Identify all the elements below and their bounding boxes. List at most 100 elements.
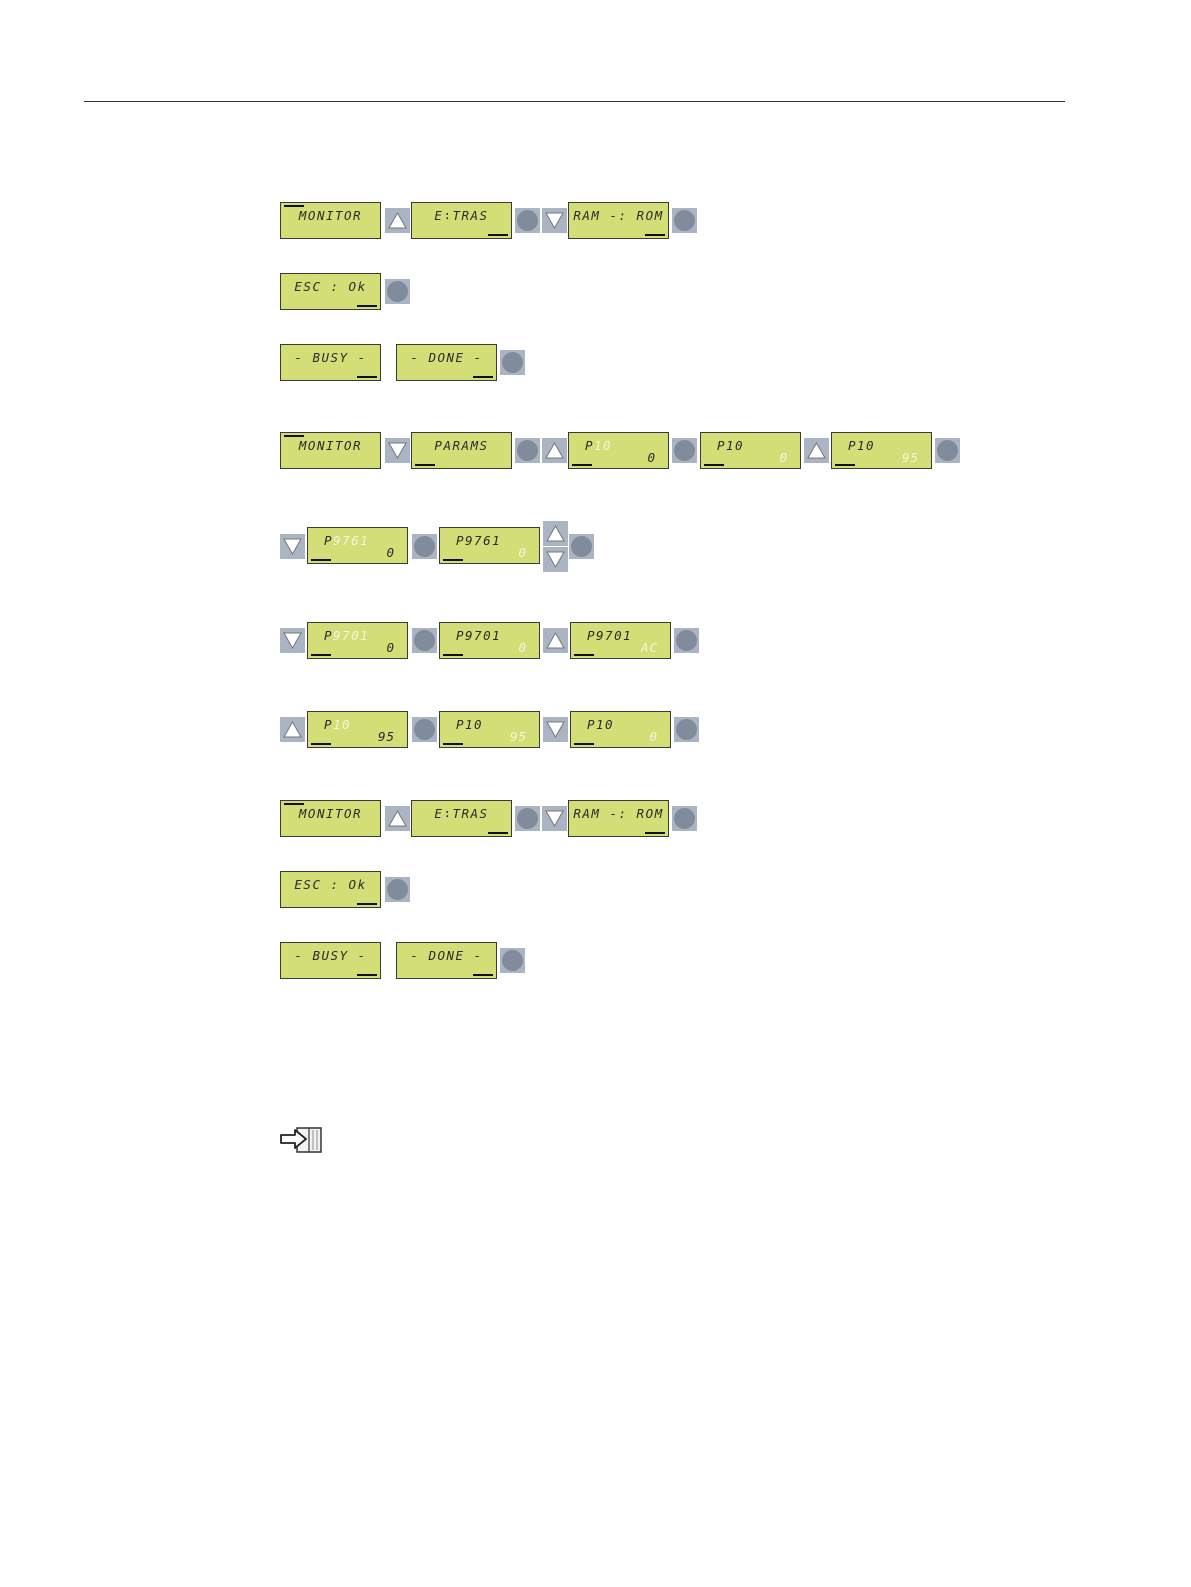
lcd-text: ESC : Ok (281, 279, 380, 294)
lcd-p9761: P9761 0 (307, 527, 408, 564)
lcd-text: - BUSY - (281, 350, 380, 365)
cursor-bar (311, 559, 331, 561)
cursor-bar (488, 832, 508, 834)
lcd-text: - BUSY - (281, 948, 380, 963)
book-pointer-icon (279, 1125, 324, 1155)
lcd-monitor: MONITOR (280, 432, 381, 469)
lcd-text: RAM -: ROM (569, 806, 668, 821)
down-arrow-key-icon[interactable] (280, 628, 305, 653)
cursor-bar (357, 376, 377, 378)
cursor-bar (311, 654, 331, 656)
lcd-text: MONITOR (281, 208, 380, 223)
lcd-value: 0 (386, 640, 395, 655)
lcd-text: - DONE - (397, 350, 496, 365)
ok-key-icon[interactable] (672, 438, 697, 463)
ok-key-icon[interactable] (674, 717, 699, 742)
up-arrow-key-icon[interactable] (385, 208, 410, 233)
lcd-text: - DONE - (397, 948, 496, 963)
cursor-bar (645, 234, 665, 236)
up-arrow-key-icon[interactable] (385, 806, 410, 831)
cursor-bar (443, 743, 463, 745)
lcd-esc-ok: ESC : Ok (280, 871, 381, 908)
lcd-value: 0 (386, 545, 395, 560)
ok-key-icon[interactable] (500, 948, 525, 973)
down-arrow-key-icon[interactable] (385, 438, 410, 463)
cursor-bar (645, 832, 665, 834)
ok-key-icon[interactable] (412, 717, 437, 742)
cursor-bar (572, 464, 592, 466)
ok-key-icon[interactable] (412, 628, 437, 653)
ok-key-icon[interactable] (674, 628, 699, 653)
lcd-value: 95 (510, 729, 527, 744)
down-arrow-key-icon[interactable] (543, 547, 568, 572)
lcd-done: - DONE - (396, 942, 497, 979)
lcd-p10: P10 0 (570, 711, 671, 748)
lcd-text: MONITOR (281, 806, 380, 821)
lcd-value: 95 (378, 729, 395, 744)
lcd-text: E∶TRAS (412, 208, 511, 223)
ok-key-icon[interactable] (935, 438, 960, 463)
cursor-bar (357, 903, 377, 905)
ok-key-icon[interactable] (569, 534, 594, 559)
cursor-bar (473, 974, 493, 976)
lcd-value: 0 (647, 450, 656, 465)
up-arrow-key-icon[interactable] (804, 438, 829, 463)
cursor-bar (574, 743, 594, 745)
lcd-p9701: P9701 0 (307, 622, 408, 659)
lcd-value: AC (641, 640, 658, 655)
lcd-monitor: MONITOR (280, 202, 381, 239)
lcd-extras: E∶TRAS (411, 202, 512, 239)
lcd-esc-ok: ESC : Ok (280, 273, 381, 310)
ok-key-icon[interactable] (385, 279, 410, 304)
cursor-bar (357, 305, 377, 307)
up-arrow-key-icon[interactable] (543, 521, 568, 546)
cursor-bar (284, 803, 304, 805)
up-arrow-key-icon[interactable] (543, 628, 568, 653)
lcd-p10: P10 95 (831, 432, 932, 469)
ok-key-icon[interactable] (385, 877, 410, 902)
lcd-ram-rom: RAM -: ROM (568, 800, 669, 837)
lcd-monitor: MONITOR (280, 800, 381, 837)
lcd-value: 0 (779, 450, 788, 465)
ok-key-icon[interactable] (412, 534, 437, 559)
lcd-p10: P10 95 (307, 711, 408, 748)
lcd-p9701: P9701 0 (439, 622, 540, 659)
down-arrow-key-icon[interactable] (542, 806, 567, 831)
lcd-value: 95 (902, 450, 919, 465)
down-arrow-key-icon[interactable] (280, 534, 305, 559)
lcd-p9761: P9761 0 (439, 527, 540, 564)
down-arrow-key-icon[interactable] (543, 717, 568, 742)
ok-key-icon[interactable] (500, 350, 525, 375)
lcd-p9701: P9701 AC (570, 622, 671, 659)
cursor-bar (284, 435, 304, 437)
ok-key-icon[interactable] (672, 208, 697, 233)
lcd-ram-rom: RAM -: ROM (568, 202, 669, 239)
up-arrow-key-icon[interactable] (542, 438, 567, 463)
lcd-busy: - BUSY - (280, 344, 381, 381)
lcd-params: PARAMS (411, 432, 512, 469)
lcd-p10: P10 95 (439, 711, 540, 748)
down-arrow-key-icon[interactable] (542, 208, 567, 233)
cursor-bar (488, 234, 508, 236)
lcd-p10: P10 0 (568, 432, 669, 469)
cursor-bar (473, 376, 493, 378)
lcd-value: 0 (649, 729, 658, 744)
lcd-done: - DONE - (396, 344, 497, 381)
cursor-bar (415, 464, 435, 466)
cursor-bar (284, 205, 304, 207)
header-rule (84, 101, 1065, 102)
cursor-bar (574, 654, 594, 656)
cursor-bar (357, 974, 377, 976)
cursor-bar (704, 464, 724, 466)
ok-key-icon[interactable] (515, 208, 540, 233)
up-arrow-key-icon[interactable] (280, 717, 305, 742)
lcd-text: ESC : Ok (281, 877, 380, 892)
lcd-text: E∶TRAS (412, 806, 511, 821)
cursor-bar (443, 654, 463, 656)
lcd-extras: E∶TRAS (411, 800, 512, 837)
ok-key-icon[interactable] (515, 806, 540, 831)
lcd-text: PARAMS (412, 438, 511, 453)
ok-key-icon[interactable] (515, 438, 540, 463)
lcd-value: 0 (518, 640, 527, 655)
ok-key-icon[interactable] (672, 806, 697, 831)
